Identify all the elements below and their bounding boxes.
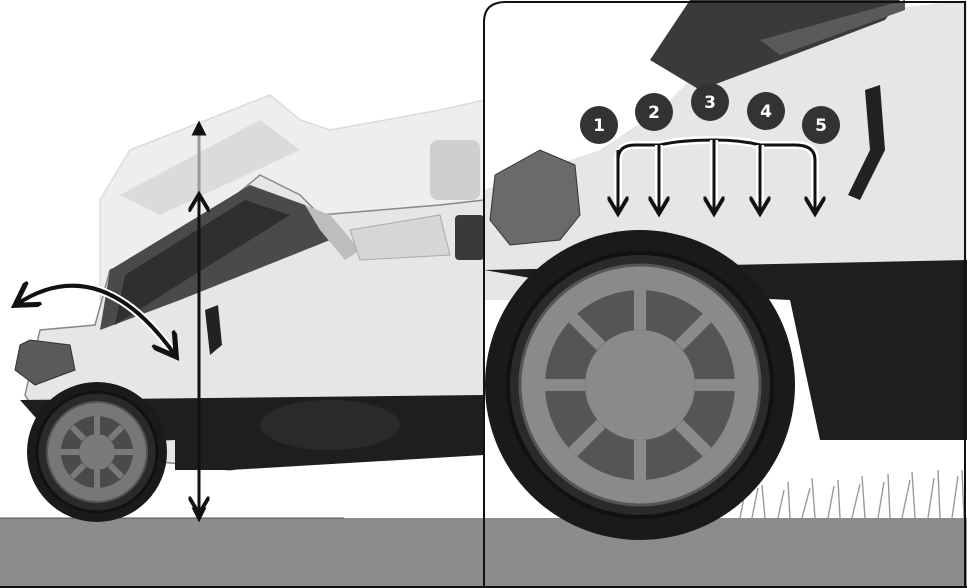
position-badge-5: 5	[802, 106, 840, 144]
height-position-badges: 1 2 3 4 5	[580, 83, 840, 144]
ground	[0, 518, 484, 588]
position-label-1: 1	[593, 116, 605, 136]
position-badge-2: 2	[635, 93, 673, 131]
position-badge-3: 3	[691, 83, 729, 121]
left-panel-side-view	[0, 94, 484, 588]
height-setting-arrows	[618, 135, 815, 212]
left-wheel	[27, 382, 167, 522]
position-label-2: 2	[648, 103, 660, 123]
position-label-4: 4	[760, 102, 772, 122]
position-label-3: 3	[704, 93, 716, 113]
right-panel-detail-view: 1 2 3 4 5	[484, 0, 967, 588]
position-badge-4: 4	[747, 92, 785, 130]
detail-panel-border	[483, 0, 966, 588]
lowered-mower	[14, 174, 484, 522]
position-label-5: 5	[815, 116, 827, 136]
grass	[739, 469, 965, 519]
detail-ground	[484, 518, 967, 588]
detail-wheel	[485, 230, 795, 540]
position-badge-1: 1	[580, 106, 618, 144]
